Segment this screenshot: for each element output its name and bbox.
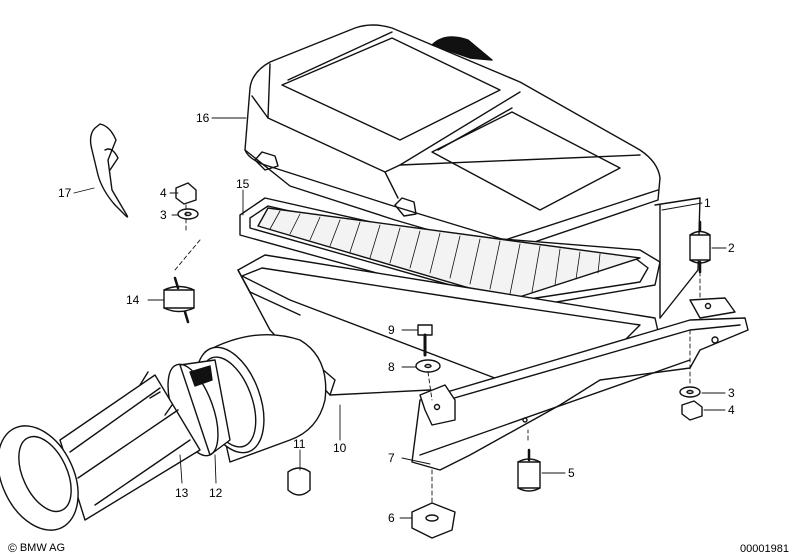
callout-12: 12	[209, 486, 223, 500]
washer-3-lower	[679, 386, 701, 398]
callout-4-lower: 4	[728, 403, 735, 417]
callout-5: 5	[568, 466, 575, 480]
copyright-brand: © BMW AG	[8, 541, 65, 555]
callout-7: 7	[388, 451, 395, 465]
nut-4-upper	[175, 182, 197, 205]
filter-element	[239, 197, 661, 311]
callout-10: 10	[333, 441, 347, 455]
rubber-mount-5	[517, 448, 541, 492]
callout-16: 16	[196, 111, 210, 125]
callout-2: 2	[728, 241, 735, 255]
cap-11	[287, 467, 311, 496]
rubber-mount-2	[689, 220, 711, 274]
upper-housing-cover	[244, 24, 661, 253]
rubber-mount-14	[163, 276, 195, 324]
callout-9: 9	[388, 323, 395, 337]
intake-pipe	[0, 333, 327, 531]
assembly-guide-lines	[174, 204, 701, 504]
leader-lines	[73, 117, 727, 519]
callout-3-upper: 3	[160, 208, 167, 222]
washer-3-upper	[177, 208, 199, 220]
callout-11: 11	[293, 437, 306, 451]
nut-4-lower	[681, 400, 703, 421]
callout-6: 6	[388, 511, 395, 525]
callout-15: 15	[236, 177, 250, 191]
callout-8: 8	[388, 360, 395, 374]
spring-clip-17	[89, 123, 129, 218]
mounting-bracket	[411, 297, 749, 471]
callout-1: 1	[704, 196, 711, 210]
brand-name: BMW AG	[19, 542, 66, 554]
diagram-number: 00001981	[740, 543, 789, 555]
callout-14: 14	[126, 293, 140, 307]
clip-6	[411, 502, 456, 539]
callout-labels: 1 2 3 3 4 4 5 6 7 8 9 10 11 12 13 14 15 …	[58, 111, 735, 525]
callout-13: 13	[175, 486, 189, 500]
washer-8	[415, 359, 441, 373]
callout-3-lower: 3	[728, 386, 735, 400]
copyright-symbol: ©	[8, 541, 17, 555]
callout-17: 17	[58, 186, 72, 200]
callout-4-upper: 4	[160, 186, 167, 200]
